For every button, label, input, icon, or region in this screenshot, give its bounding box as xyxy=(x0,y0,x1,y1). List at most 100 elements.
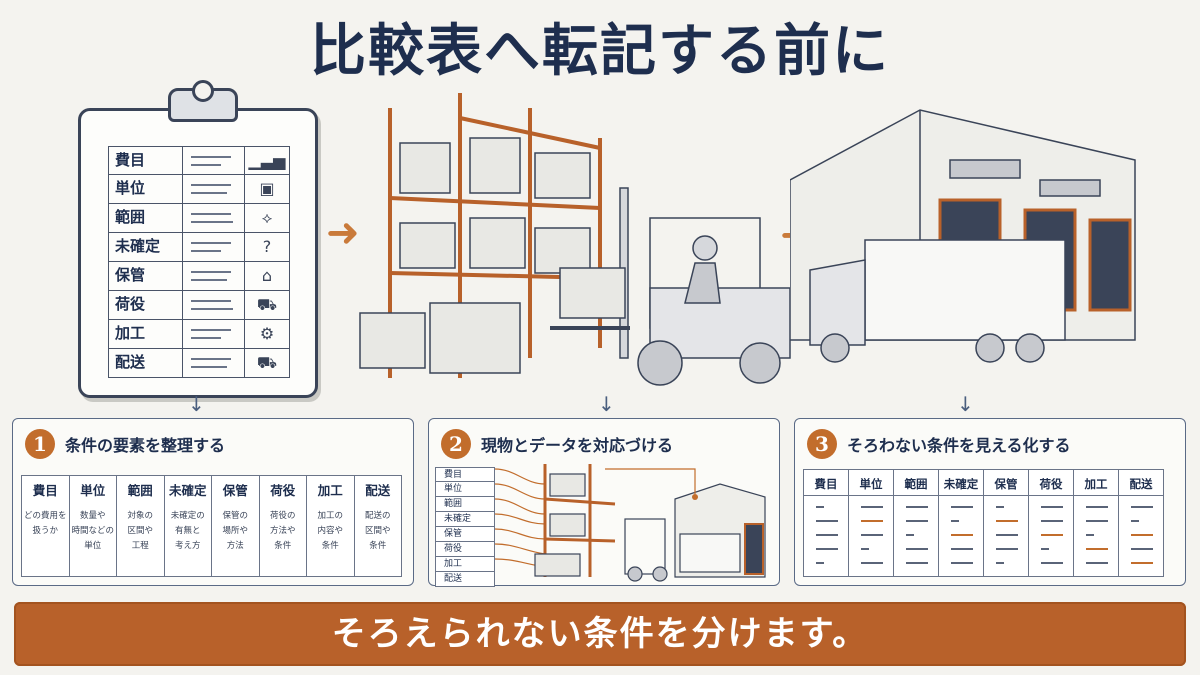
arrow-right-icon: ➜ xyxy=(326,210,360,256)
gap-mark xyxy=(861,534,883,536)
element-column: 単位数量や 時間などの 単位 xyxy=(68,475,117,577)
gap-mark xyxy=(996,506,1004,508)
arrow-down-icon: ↓ xyxy=(188,392,205,416)
mapping-item: 未確定 xyxy=(435,512,495,527)
gap-mark xyxy=(1041,520,1063,522)
gap-mark xyxy=(1041,534,1063,536)
step-title: 条件の要素を整理する xyxy=(65,436,226,455)
gap-column: 未確定 xyxy=(938,469,984,577)
gap-column: 費目 xyxy=(803,469,849,577)
gap-heading: 加工 xyxy=(1074,470,1118,496)
element-column: 費目どの費用を 扱うか xyxy=(21,475,70,577)
gap-heading: 単位 xyxy=(849,470,893,496)
gap-heading: 範囲 xyxy=(894,470,938,496)
checklist-lines xyxy=(183,147,245,174)
element-column: 未確定未確定の 有無と 考え方 xyxy=(163,475,212,577)
nodes-icon: ⟡ xyxy=(261,208,273,227)
gap-mark xyxy=(1086,562,1108,564)
element-heading: 加工 xyxy=(317,483,343,498)
step-number: 1 xyxy=(25,429,55,459)
gap-mark xyxy=(1041,562,1063,564)
checklist-row: 未確定? xyxy=(108,233,290,262)
element-description: 未確定の 有無と 考え方 xyxy=(170,511,205,551)
conclusion-banner: そろえられない条件を分けます。 xyxy=(14,602,1186,666)
element-description: どの費用を 扱うか xyxy=(24,511,67,536)
checklist-label: 未確定 xyxy=(109,233,183,261)
gap-mark xyxy=(1041,548,1049,550)
gear-icon: ⚙ xyxy=(259,324,275,343)
gap-column: 範囲 xyxy=(893,469,939,577)
gap-column: 配送 xyxy=(1118,469,1164,577)
element-column: 範囲対象の 区間や 工程 xyxy=(116,475,165,577)
checklist-lines xyxy=(183,204,245,232)
gap-mark xyxy=(1041,506,1063,508)
gap-mark xyxy=(1086,548,1108,550)
gap-mark xyxy=(816,506,824,508)
checklist-label: 保管 xyxy=(109,262,183,290)
step-title: そろわない条件を見える化する xyxy=(847,436,1071,455)
gap-column: 加工 xyxy=(1073,469,1119,577)
checklist-row: 荷役⛟ xyxy=(108,291,290,320)
gap-mark xyxy=(906,506,928,508)
box-icon: ▣ xyxy=(259,179,275,198)
gap-mark xyxy=(861,506,883,508)
checklist-row: 単位 ▣ xyxy=(108,175,290,204)
arrow-down-icon: ↓ xyxy=(598,392,615,416)
gap-mark xyxy=(951,506,973,508)
element-description: 荷役の 方法や 条件 xyxy=(269,511,296,551)
gap-mark xyxy=(951,548,973,550)
gap-mark xyxy=(1086,534,1094,536)
gap-mark xyxy=(816,520,838,522)
mapping-item: 加工 xyxy=(435,557,495,572)
checklist-lines xyxy=(183,175,245,203)
gap-mark xyxy=(996,520,1018,522)
gap-mark xyxy=(906,520,928,522)
element-description: 加工の 内容や 条件 xyxy=(317,511,343,551)
gap-mark xyxy=(1086,506,1108,508)
gap-mark xyxy=(906,534,914,536)
question-icon: ? xyxy=(262,237,272,256)
element-heading: 荷役 xyxy=(270,483,296,498)
gap-mark xyxy=(1131,562,1153,564)
gap-mark xyxy=(816,548,838,550)
element-column: 加工加工の 内容や 条件 xyxy=(306,475,355,577)
checklist-row: 保管 ⌂ xyxy=(108,262,290,291)
gap-mark xyxy=(1131,520,1139,522)
gap-mark xyxy=(816,534,838,536)
element-heading: 未確定 xyxy=(168,483,207,498)
gap-heading: 荷役 xyxy=(1029,470,1073,496)
element-description: 保管の 場所や 方法 xyxy=(222,511,248,551)
mapping-illustration xyxy=(495,464,766,582)
gap-mark xyxy=(1131,506,1153,508)
gap-column: 単位 xyxy=(848,469,894,577)
process-scene: 費目▁▃▅単位▣範囲⟡未確定?保管⌂荷役⛟加工⚙配送⛟ ➜ xyxy=(78,80,1136,416)
gap-mark xyxy=(996,548,1018,550)
gap-mark xyxy=(996,534,1018,536)
element-heading: 単位 xyxy=(80,483,106,498)
warehouse-icon: ⌂ xyxy=(261,266,273,285)
gap-mark xyxy=(861,520,883,522)
gap-mark xyxy=(861,562,883,564)
gap-mark xyxy=(1131,534,1153,536)
checklist-label: 加工 xyxy=(109,320,183,348)
gap-mark xyxy=(906,562,928,564)
checklist-label: 配送 xyxy=(109,349,183,377)
gap-mark xyxy=(951,562,973,564)
mapping-item: 保管 xyxy=(435,527,495,542)
element-description: 数量や 時間などの 単位 xyxy=(71,511,115,551)
arrow-down-icon: ↓ xyxy=(957,392,974,416)
gap-heading: 配送 xyxy=(1119,470,1163,496)
step-title: 現物とデータを対応づける xyxy=(481,436,674,455)
step-panel-1: 1 条件の要素を整理する 費目どの費用を 扱うか単位数量や 時間などの 単位範囲… xyxy=(12,418,414,586)
mapping-item: 荷役 xyxy=(435,542,495,557)
checklist-label: 範囲 xyxy=(109,204,183,232)
checklist-label: 単位 xyxy=(109,175,183,203)
checklist-lines xyxy=(183,233,245,261)
checklist-lines xyxy=(183,320,245,348)
step-panel-3: 3 そろわない条件を見える化する 費目単位範囲未確定保管荷役加工配送 xyxy=(794,418,1186,586)
gap-mark xyxy=(861,548,869,550)
element-column: 配送配送の 区間や 条件 xyxy=(353,475,402,577)
element-column: 荷役荷役の 方法や 条件 xyxy=(258,475,307,577)
mapping-item: 配送 xyxy=(435,572,495,587)
gap-mark xyxy=(816,562,824,564)
